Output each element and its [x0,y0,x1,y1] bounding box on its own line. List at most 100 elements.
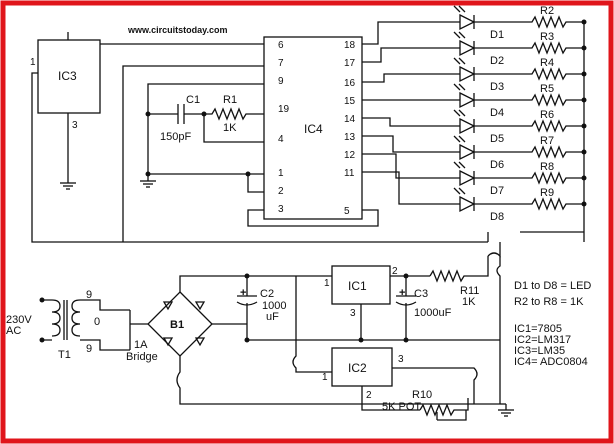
resistor-r8 [474,171,584,185]
led-label-6: D6 [490,159,504,171]
led-label-3: D3 [490,81,504,93]
resistor-r5 [474,93,584,107]
led-branch-1: D1 R2 [362,5,587,45]
t1-input-ac: AC [6,325,21,337]
t1-pin0: 0 [94,316,100,328]
r1-value: 1K [223,122,237,134]
ic3-pin1: 1 [30,57,36,68]
c3-polarity: + [399,287,405,299]
ic4-right-pins: 18 17 16 15 14 13 12 11 5 [344,40,356,217]
ic4-pin-14: 14 [344,114,356,125]
capacitor-c3: + C3 1000uF [395,276,452,340]
ic3-block: IC3 1 3 [30,39,101,131]
wire-ic4-pin9 [147,83,264,181]
t1-pin9-bottom: 9 [86,343,92,355]
ic4-pin-18: 18 [344,40,356,51]
ic3-pin3: 3 [72,120,78,131]
resistor-r4 [474,67,584,81]
ic4-pin-15: 15 [344,96,356,107]
ic2-pin3: 3 [398,354,404,365]
b1-type: Bridge [126,351,158,363]
r10-label: R10 [412,389,432,401]
wire-bridge-out [176,275,500,405]
r10-value: 5K POT [382,401,421,413]
led-d3-diode [459,65,476,83]
ic4-pin-5: 5 [344,206,350,217]
resistor-r9 [474,197,584,211]
note-ic2: IC2=LM317 [514,334,571,346]
led-branch-2: D2 R3 [362,31,587,67]
ic1-pin3: 3 [350,308,356,319]
ic2-pin2: 2 [366,390,372,401]
ic4-pin-12: 12 [344,150,356,161]
resistor-label-3: R3 [540,31,554,43]
ic4-pin-6: 6 [278,40,284,51]
ic4-pin-16: 16 [344,78,356,89]
ground-symbol-ic3 [60,182,76,190]
resistor-label-2: R2 [540,5,554,17]
led-d6-diode [459,143,476,161]
capacitor-c2: + C2 1000 uF [236,276,500,341]
c3-value: 1000uF [414,307,452,319]
led-branch-3: D3 R4 [362,57,587,93]
ic4-label: IC4 [304,122,323,136]
resistor-r1: R1 1K [204,94,264,134]
ground-symbol-ic4 [140,180,156,188]
ic4-pin-17: 17 [344,58,356,69]
led-label-5: D5 [490,133,504,145]
led-d4-diode [459,91,476,109]
led-label-8: D8 [490,211,504,223]
r1-label: R1 [223,94,237,106]
led-branch-5: D5 R6 [362,109,587,145]
led-d2-diode [459,39,476,57]
capacitor-c1: C1 150pF [148,94,204,143]
ic1-block: IC1 1 2 3 [324,265,398,319]
ic4-pin-3: 3 [278,204,284,215]
led-label-7: D7 [490,185,504,197]
resistor-label-9: R9 [540,187,554,199]
wire-ic4-pin7 [122,65,264,242]
ic4-pin-4: 4 [278,134,284,145]
led-branch-4: D4 R5 [362,83,587,119]
resistor-label-6: R6 [540,109,554,121]
transformer-t1: 230V AC 9 0 9 T1 [6,289,130,361]
led-branch-8: D8 R9 [362,171,587,223]
ic4-pin-11: 11 [344,168,355,179]
ic2-label: IC2 [348,361,367,375]
ic4-pin-13: 13 [344,132,356,143]
bridge-rectifier-b1: B1 1A Bridge [126,291,213,363]
ic1-pin1: 1 [324,278,330,289]
led-label-1: D1 [490,29,504,41]
resistor-r11: R11 1K [429,256,489,308]
led-d7-diode [459,169,476,187]
wire-ic3-pin1 [31,72,489,243]
r11-value: 1K [462,296,476,308]
ic4-pin-7: 7 [278,58,284,69]
note-resistors: R2 to R8 = 1K [514,296,584,308]
c1-label: C1 [186,94,200,106]
website-label: www.circuitstoday.com [127,25,228,35]
led-d5-diode [459,117,476,135]
led-label-4: D4 [490,107,504,119]
resistor-label-5: R5 [540,83,554,95]
c2-value-line1: 1000 [262,300,286,312]
wire-ic3-out [67,32,264,45]
ic4-pin-19: 19 [278,104,290,115]
c2-label: C2 [260,288,274,300]
resistor-label-8: R8 [540,161,554,173]
led-d1-diode [459,13,476,31]
ground-symbol-supply [498,409,514,417]
ic4-pin-9: 9 [278,76,284,87]
resistor-r6 [474,119,584,133]
r11-label: R11 [460,285,479,297]
led-d8-diode [459,195,476,213]
note-ic1: IC1=7805 [514,323,562,335]
led-label-2: D2 [490,55,504,67]
ic1-label: IC1 [348,279,367,293]
resistor-label-4: R4 [540,57,554,69]
